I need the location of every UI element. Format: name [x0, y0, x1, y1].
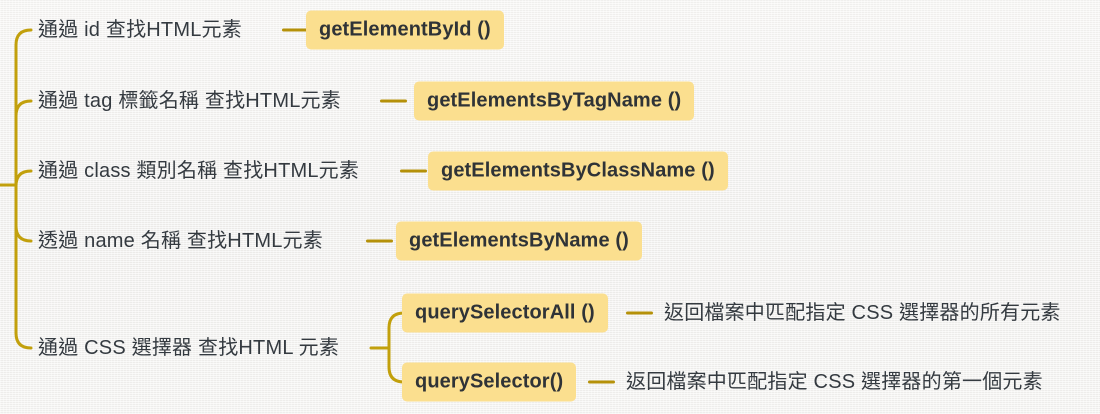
branch-label-by-class: 通過 class 類別名稱 查找HTML元素 — [38, 160, 360, 182]
branch-label-by-tag: 通過 tag 標籤名稱 查找HTML元素 — [38, 90, 341, 112]
connector-dash-query-selector-all — [626, 311, 653, 315]
branch-label-by-id: 通過 id 查找HTML元素 — [38, 19, 242, 41]
description-query-selector-all: 返回檔案中匹配指定 CSS 選擇器的所有元素 — [664, 302, 1061, 324]
connector-dash-by-name — [366, 239, 393, 243]
connector-dash-query-selector — [588, 380, 615, 384]
connector-dash-by-tag — [380, 99, 407, 103]
method-chip-get-elements-by-name[interactable]: getElementsByName () — [396, 221, 642, 261]
branch-label-by-css-selector: 通過 CSS 選擇器 查找HTML 元素 — [38, 337, 340, 359]
branch-label-by-name: 透過 name 名稱 查找HTML元素 — [38, 230, 323, 252]
connector-dash-by-class — [400, 169, 427, 173]
method-chip-get-elements-by-class-name[interactable]: getElementsByClassName () — [428, 151, 728, 191]
method-chip-get-elements-by-tag-name[interactable]: getElementsByTagName () — [414, 81, 695, 121]
description-query-selector: 返回檔案中匹配指定 CSS 選擇器的第一個元素 — [626, 371, 1043, 393]
method-chip-get-element-by-id[interactable]: getElementById () — [306, 10, 504, 50]
method-chip-query-selector[interactable]: querySelector() — [402, 362, 577, 402]
connector-dash-by-id — [282, 28, 309, 32]
method-chip-query-selector-all[interactable]: querySelectorAll () — [402, 293, 608, 333]
